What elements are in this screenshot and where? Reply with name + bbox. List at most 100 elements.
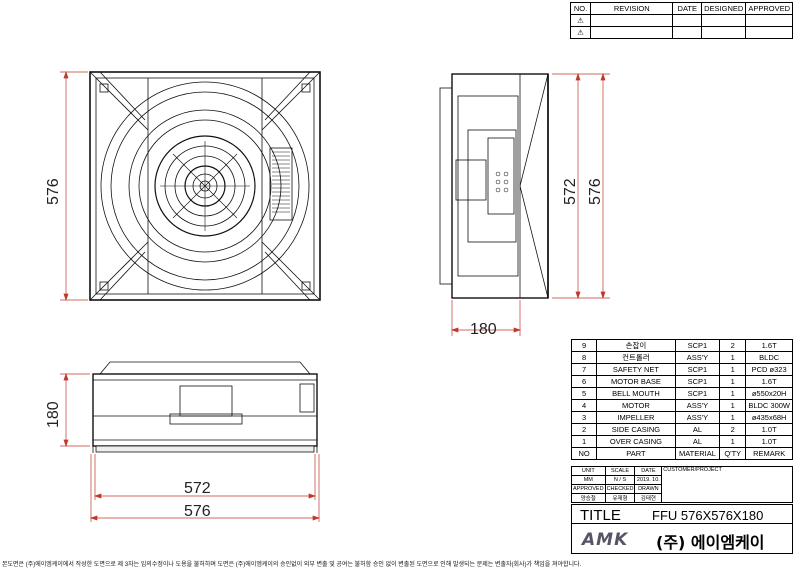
revision-cell [745, 26, 793, 39]
date-label: DATE [634, 466, 663, 476]
parts-cell: 1 [719, 375, 747, 388]
parts-cell: ASS'Y [674, 351, 721, 364]
parts-cell: 손잡이 [596, 339, 676, 352]
drawn-name: 김태현 [634, 493, 663, 503]
parts-cell: MOTOR [596, 399, 676, 412]
parts-cell: 1 [570, 435, 598, 448]
checked-name: 유재형 [604, 493, 636, 503]
bottom-dimension [60, 372, 321, 522]
title-label: TITLE [580, 507, 621, 524]
parts-cell: AL [674, 435, 721, 448]
company-block: AMK (주) 에이엠케이 [571, 524, 793, 554]
company-logo: AMK [582, 530, 629, 550]
parts-cell: 8 [570, 351, 598, 364]
parts-cell: IMPELLER [596, 411, 676, 424]
parts-header: MATERIAL [674, 447, 721, 460]
parts-cell: BELL MOUTH [596, 387, 676, 400]
bottom-inner-width-label: 572 [184, 480, 211, 497]
parts-cell: SCP1 [674, 339, 721, 352]
parts-cell: OVER CASING [596, 435, 676, 448]
bottom-height-label: 180 [45, 401, 62, 428]
revision-cell [590, 14, 674, 27]
copyright-note: 본도면은 (주)에이엠케이에서 작성한 도면으로 제 3자는 임의수정이나 도용… [2, 562, 582, 568]
revision-row: ⚠ [569, 14, 793, 27]
parts-cell: 1 [719, 435, 747, 448]
warning-icon: ⚠ [569, 26, 592, 39]
parts-cell: 2 [719, 423, 747, 436]
revision-cell [701, 14, 747, 27]
meta-block: UNIT SCALE DATE CUSTOMER/PROJECT MM N / … [571, 466, 793, 537]
parts-cell: PCD ø323 [745, 363, 793, 376]
parts-cell: 1 [719, 387, 747, 400]
parts-cell: SCP1 [674, 375, 721, 388]
parts-cell: 1 [719, 351, 747, 364]
parts-cell: 9 [570, 339, 598, 352]
parts-cell: ø435x68H [745, 411, 793, 424]
revision-table: NO. REVISION DATE DESIGNED APPROVED ⚠ ⚠ [569, 2, 793, 39]
scale-value: N / S [604, 475, 636, 485]
revision-cell [701, 26, 747, 39]
parts-header: PART [596, 447, 676, 460]
drawn-label: DRAWN [634, 484, 663, 494]
parts-cell: 3 [570, 411, 598, 424]
unit-value: MM [571, 475, 606, 485]
revision-header-row: NO. REVISION DATE DESIGNED APPROVED [569, 2, 793, 15]
side-view [439, 73, 549, 299]
parts-header: Q'TY [719, 447, 747, 460]
side-depth-label: 180 [470, 321, 497, 338]
bottom-view [92, 361, 318, 453]
revision-cell [745, 14, 793, 27]
unit-label: UNIT [571, 466, 606, 476]
front-view [89, 71, 321, 301]
company-name: (주) 에이엠케이 [656, 533, 765, 552]
parts-cell: 2 [719, 339, 747, 352]
title-value: FFU 576X576X180 [652, 508, 764, 523]
parts-cell: 1.6T [745, 375, 793, 388]
approved-name: 양승철 [571, 493, 606, 503]
parts-cell: 1.0T [745, 423, 793, 436]
parts-cell: 1.0T [745, 435, 793, 448]
revision-row: ⚠ [569, 26, 793, 39]
title-block: TITLE FFU 576X576X180 [571, 504, 793, 524]
revision-header: DESIGNED [701, 2, 747, 15]
parts-cell: 5 [570, 387, 598, 400]
parts-cell: 7 [570, 363, 598, 376]
parts-cell: 1.6T [745, 339, 793, 352]
parts-cell: 4 [570, 399, 598, 412]
customer-label: CUSTOMER/PROJECT [661, 466, 793, 485]
revision-header: REVISION [590, 2, 674, 15]
parts-cell: 1 [719, 411, 747, 424]
side-outer-height-label: 576 [587, 178, 604, 205]
parts-cell: 컨트롤러 [596, 351, 676, 364]
parts-cell: BLDC [745, 351, 793, 364]
front-height-label: 576 [45, 178, 62, 205]
parts-header: REMARK [745, 447, 793, 460]
parts-cell: SCP1 [674, 387, 721, 400]
parts-cell: ASS'Y [674, 411, 721, 424]
scale-label: SCALE [604, 466, 636, 476]
parts-cell: AL [674, 423, 721, 436]
revision-cell [590, 26, 674, 39]
bottom-outer-width-label: 576 [184, 503, 211, 520]
revision-header: APPROVED [745, 2, 793, 15]
approved-label: APPROVED [571, 484, 606, 494]
parts-cell: 1 [719, 399, 747, 412]
revision-cell [672, 14, 703, 27]
parts-header-row: NO PART MATERIAL Q'TY REMARK [570, 447, 793, 460]
side-inner-height-label: 572 [562, 178, 579, 205]
revision-header: NO. [569, 2, 592, 15]
revision-header: DATE [672, 2, 703, 15]
parts-cell: 1 [719, 363, 747, 376]
checked-label: CHECKED [604, 484, 636, 494]
revision-cell [672, 26, 703, 39]
side-dimension [450, 72, 610, 336]
